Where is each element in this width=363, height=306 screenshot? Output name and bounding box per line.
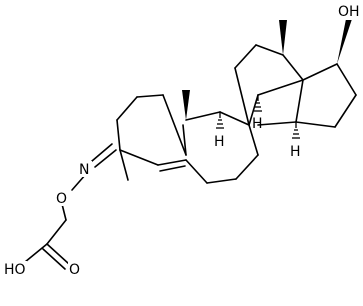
- methyl-c13-wedge: [279, 20, 287, 55]
- hydroxyl-label: OH: [338, 4, 360, 20]
- bond-c2-c3: [116, 96, 138, 121]
- bond-c3-n: [94, 149, 117, 168]
- bond-c1-c2: [136, 94, 164, 98]
- bond-c3-n-double: [91, 143, 113, 162]
- carbonyl-oxygen-label: O: [69, 262, 80, 278]
- o-mask: [55, 190, 69, 206]
- bond-ch2-cooh: [46, 219, 67, 245]
- h9-hash: [254, 95, 262, 112]
- h14-hash: [292, 122, 300, 139]
- bond-c13-c17: [302, 63, 338, 81]
- bond-c10-c1: [162, 94, 187, 156]
- bond-c4-c5-main: [157, 159, 187, 166]
- h8-label: H: [214, 134, 225, 150]
- bond-c14-c8-b: [257, 121, 297, 126]
- bond-c11-c12: [234, 44, 257, 69]
- n-mask: [78, 161, 92, 177]
- bond-c4-c5: [119, 149, 129, 181]
- h8-hash: [216, 112, 224, 129]
- ho-mask: [3, 261, 27, 277]
- bond-o-ch2: [61, 203, 67, 221]
- bond-c3-c4-alt: [119, 149, 159, 166]
- bond-c15-c14: [295, 121, 336, 128]
- bond-c5-c10: [182, 124, 187, 156]
- bond-c4-c5-double: [159, 165, 186, 172]
- oxime-nitrogen-label: N: [79, 162, 89, 178]
- bond-c8-c9: [248, 124, 259, 156]
- acid-hydroxyl-label: HO: [4, 262, 26, 278]
- bond-c-o: [46, 243, 70, 265]
- h14-label: H: [290, 144, 301, 160]
- bond-c13-c14: [282, 54, 304, 81]
- bond-c16-c15: [334, 94, 357, 128]
- bond-c-o-double: [42, 248, 66, 270]
- bond-c17-c16: [336, 63, 357, 96]
- oxime-oxygen-label: O: [56, 191, 67, 207]
- bond-c6-c7: [206, 178, 237, 184]
- bond-c8-c9-b: [248, 94, 259, 126]
- bond-c10-c5b: [185, 111, 221, 121]
- bond-c3-c4: [116, 119, 121, 151]
- oh-wedge: [337, 14, 353, 64]
- bond-c9-c10: [219, 111, 250, 126]
- bond-c-oh: [24, 243, 48, 263]
- bond-c14-c8: [257, 79, 304, 96]
- bond-c14-c13: [295, 79, 304, 123]
- bond-c12-c13: [255, 44, 284, 56]
- carbonyl-o-mask: [68, 261, 82, 277]
- oh-mask: [337, 2, 361, 20]
- bond-c7-c8: [235, 154, 259, 180]
- bond-c5-c6: [185, 159, 208, 184]
- methyl-c10-wedge: [182, 90, 190, 120]
- bond-c9-c11: [234, 67, 250, 126]
- h9-label: H: [252, 116, 263, 132]
